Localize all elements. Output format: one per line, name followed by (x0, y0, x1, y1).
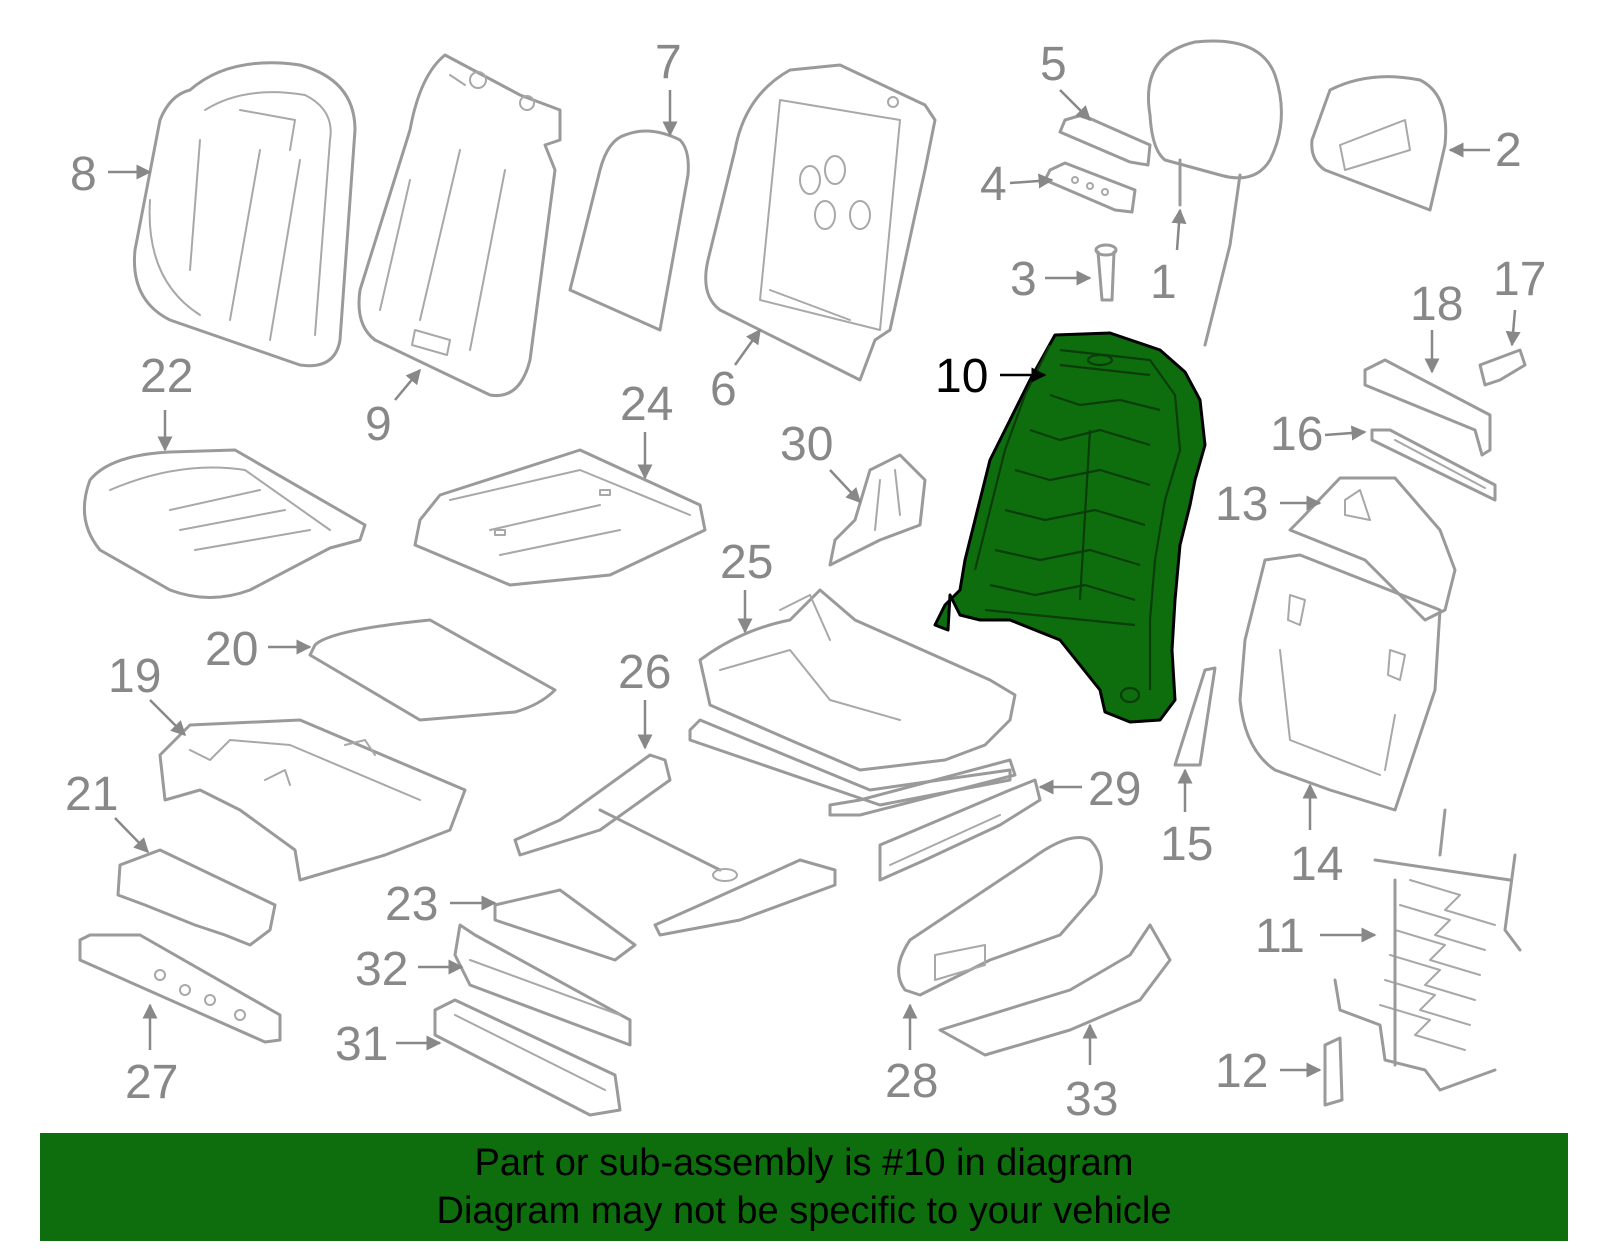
callout-33: 33 (1065, 1073, 1118, 1126)
callout-18: 18 (1410, 278, 1463, 331)
part-32-strip (453, 923, 632, 1047)
callout-1: 1 (1150, 256, 1177, 309)
part-14-back-panel (1238, 553, 1442, 812)
callout-9: 9 (365, 398, 392, 451)
callout-20: 20 (205, 623, 258, 676)
callout-23: 23 (385, 878, 438, 931)
part-28-side-trim (897, 836, 1103, 997)
part-21-block (116, 848, 277, 947)
part-18-trim (1363, 358, 1492, 457)
part-23-pad (493, 888, 637, 962)
part-12-clip (1323, 1036, 1344, 1107)
part-25-seat-frame (688, 588, 1017, 817)
callout-31: 31 (335, 1018, 388, 1071)
callout-19: 19 (108, 650, 161, 703)
part-19-foam (158, 718, 467, 882)
callout-15: 15 (1160, 818, 1213, 871)
part-15-strip (1173, 666, 1217, 767)
part-3-bolt (1094, 243, 1118, 302)
callout-14: 14 (1290, 838, 1343, 891)
callout-8: 8 (70, 148, 97, 201)
callout-4: 4 (980, 158, 1007, 211)
callout-16: 16 (1270, 408, 1323, 461)
part-16-rail (1370, 428, 1497, 502)
part-30-bracket (828, 453, 927, 567)
callout-11: 11 (1255, 910, 1305, 963)
callout-22: 22 (140, 350, 193, 403)
callout-13: 13 (1215, 478, 1268, 531)
callout-5: 5 (1040, 38, 1067, 91)
callout-17: 17 (1493, 253, 1546, 306)
banner-line-2: Diagram may not be specific to your vehi… (436, 1190, 1172, 1232)
callout-24: 24 (620, 378, 673, 431)
part-9-back-panel (357, 53, 562, 398)
callout-3: 3 (1010, 253, 1037, 306)
part-31-bar (433, 998, 622, 1117)
callout-25: 25 (720, 536, 773, 589)
part-13-upper-panel (1288, 476, 1457, 622)
part-2-headrest-cover (1310, 75, 1448, 212)
callout-30: 30 (780, 418, 833, 471)
callout-2: 2 (1495, 124, 1522, 177)
part-8-seat-back-cover (132, 61, 357, 368)
part-7-pad (568, 129, 690, 332)
part-4-bracket (1043, 161, 1137, 214)
callout-27: 27 (125, 1056, 178, 1109)
part-29-side-bracket (878, 778, 1042, 882)
part-27-plate (78, 933, 282, 1044)
callout-21: 21 (65, 768, 118, 821)
callout-32: 32 (355, 943, 408, 996)
part-11-spring-mat (1333, 808, 1522, 1092)
part-5-bracket (1058, 113, 1152, 167)
callout-10: 10 (935, 350, 988, 403)
part-33-lower-trim (938, 923, 1172, 1057)
part-20-pad (308, 618, 557, 722)
part-24-seat-pan (413, 448, 707, 587)
part-6-frame-cover (704, 63, 937, 382)
part-22-cushion-cover (82, 448, 367, 599)
part-17-clip (1478, 348, 1527, 387)
callout-12: 12 (1215, 1045, 1268, 1098)
part-26-rails (513, 753, 837, 937)
banner-line-1: Part or sub-assembly is #10 in diagram (474, 1142, 1134, 1184)
callout-6: 6 (710, 363, 737, 416)
callout-7: 7 (655, 36, 682, 89)
info-banner: Part or sub-assembly is #10 in diagram D… (40, 1133, 1568, 1241)
part-10-seat-back-frame (933, 331, 1207, 724)
callout-26: 26 (618, 646, 671, 699)
callout-28: 28 (885, 1055, 938, 1108)
part-1-headrest (1147, 39, 1283, 347)
callout-29: 29 (1088, 763, 1141, 816)
